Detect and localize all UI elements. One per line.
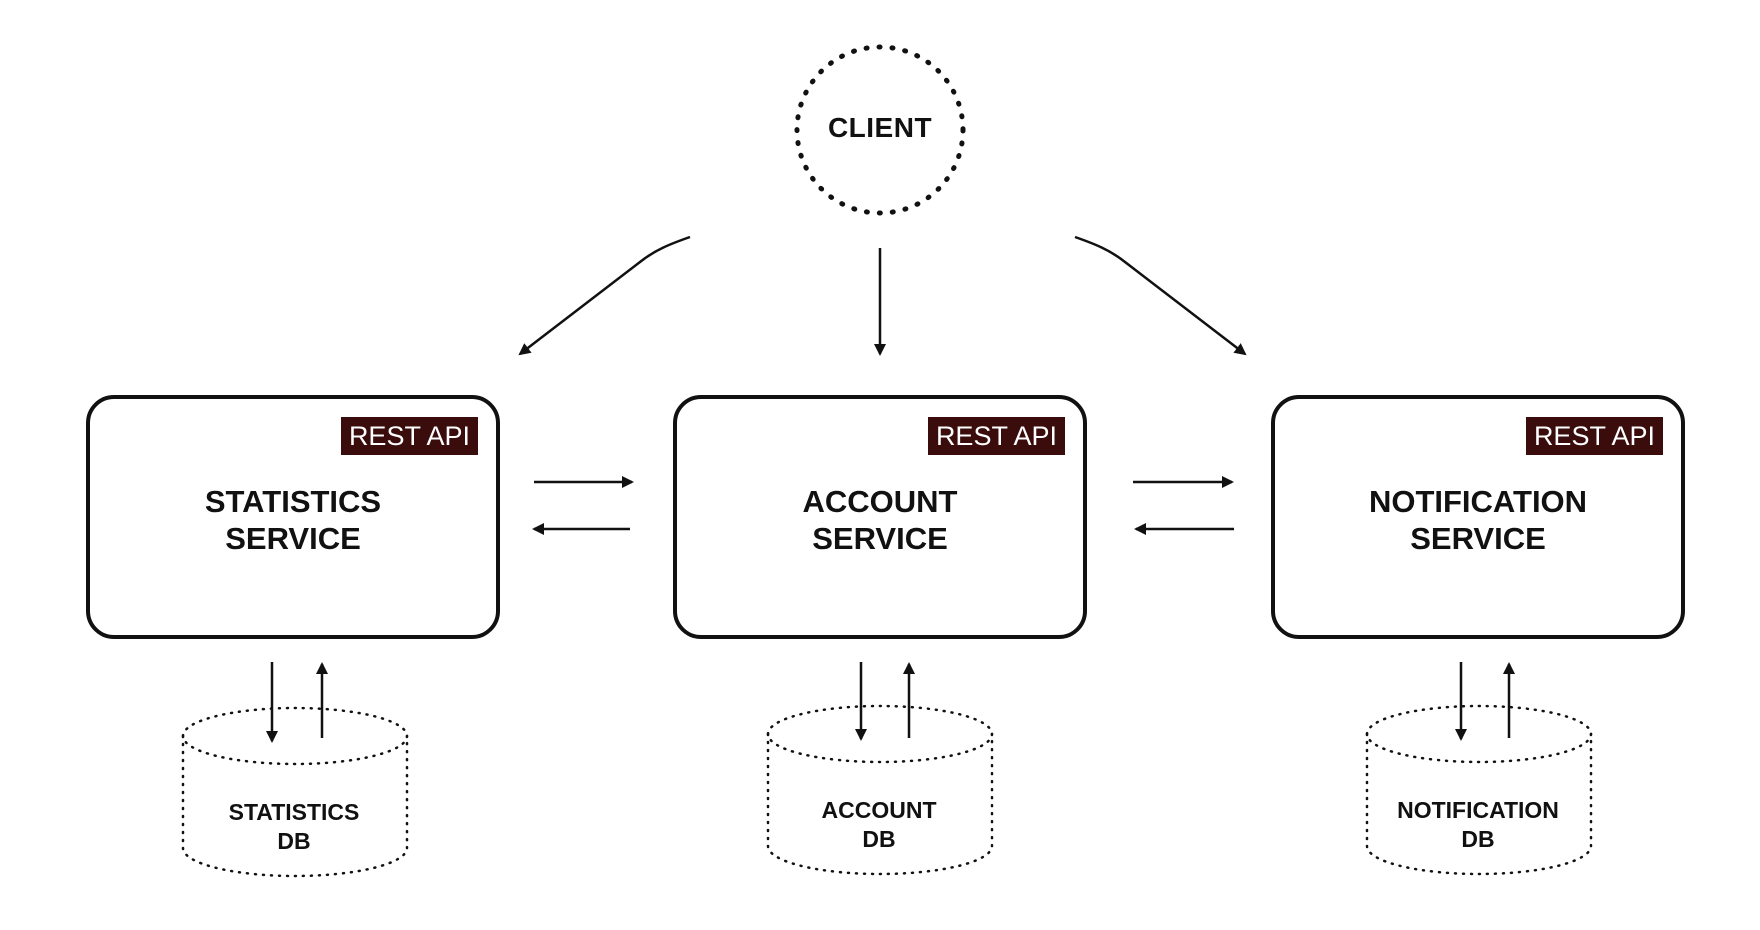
arrow-client-to-notification — [1074, 235, 1247, 356]
statistics-db-label: STATISTICS DB — [164, 798, 424, 856]
account-service-title: ACCOUNT SERVICE — [677, 483, 1083, 557]
db-label-line2: DB — [277, 828, 311, 854]
db-label-line2: DB — [862, 826, 896, 852]
notification-db-label: NOTIFICATION DB — [1348, 796, 1608, 854]
rest-api-badge: REST API — [340, 417, 478, 455]
db-label-line1: NOTIFICATION — [1397, 797, 1559, 823]
service-title-line1: ACCOUNT — [802, 484, 958, 519]
account-db-label: ACCOUNT DB — [749, 796, 1009, 854]
service-title-line2: SERVICE — [225, 521, 361, 556]
db-label-line2: DB — [1461, 826, 1495, 852]
service-title-line1: STATISTICS — [204, 484, 382, 519]
account-db-cylinder — [766, 704, 994, 876]
statistics-db-cylinder — [181, 706, 409, 878]
service-title-line2: SERVICE — [812, 521, 948, 556]
client-node-circle — [794, 44, 966, 216]
account-service-box: REST API ACCOUNT SERVICE — [673, 395, 1087, 639]
notification-service-title: NOTIFICATION SERVICE — [1275, 483, 1681, 557]
service-title-line1: NOTIFICATION — [1368, 484, 1588, 519]
db-label-line1: ACCOUNT — [821, 797, 937, 823]
arrow-client-to-statistics — [518, 235, 691, 356]
rest-api-badge: REST API — [927, 417, 1065, 455]
client-label: CLIENT — [827, 112, 933, 143]
rest-api-badge: REST API — [1525, 417, 1663, 455]
service-title-line2: SERVICE — [1410, 521, 1546, 556]
notification-service-box: REST API NOTIFICATION SERVICE — [1271, 395, 1685, 639]
statistics-service-title: STATISTICS SERVICE — [90, 483, 496, 557]
statistics-service-box: REST API STATISTICS SERVICE — [86, 395, 500, 639]
db-label-line1: STATISTICS — [228, 799, 360, 825]
notification-db-cylinder — [1365, 704, 1593, 876]
